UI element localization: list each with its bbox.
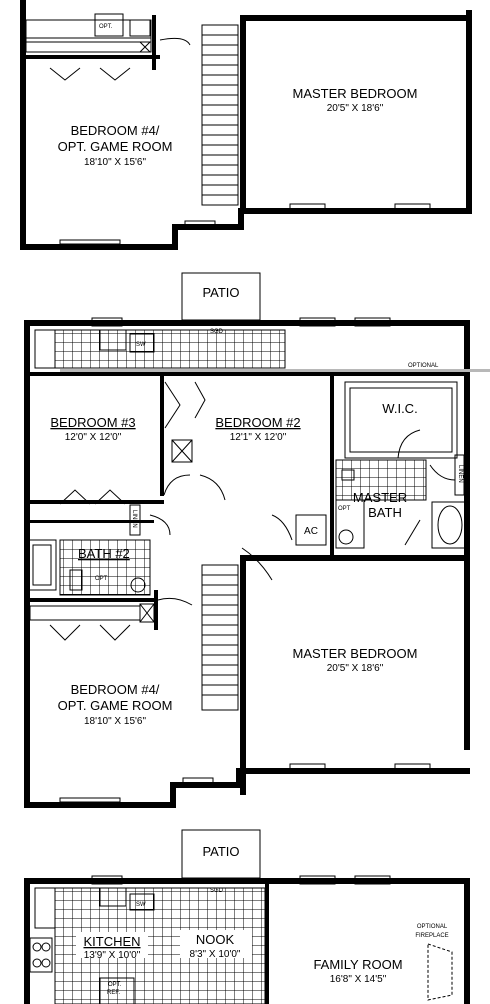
master-bath-label-1: MASTER xyxy=(353,490,407,505)
nook-name: NOOK xyxy=(196,932,235,947)
family-room-dims: 16'8" X 14'5" xyxy=(330,974,387,985)
svg-text:OPT.: OPT. xyxy=(99,24,113,30)
optional-fireplace-label-2: FIREPLACE xyxy=(415,933,448,939)
wic-label: W.I.C. xyxy=(382,401,417,416)
svg-text:OPT: OPT xyxy=(95,576,108,582)
top-plan-section: OPT. BEDROOM #4/ OPT. GAME ROOM 18'10" X… xyxy=(20,0,472,250)
bath2-label: BATH #2 xyxy=(78,546,130,561)
bedroom3-dims: 12'0" X 12'0" xyxy=(65,432,122,443)
linen-left-label: LINEN xyxy=(131,510,137,528)
master-bedroom-dims-middle: 20'5" X 18'6" xyxy=(327,663,384,674)
linen-right-label: LINEN xyxy=(457,465,463,483)
bedroom4-dims-middle: 18'10" X 15'6" xyxy=(84,716,147,727)
middle-plan-section: PATIO SW SGD OPTIONAL BEDROOM #3 12'0" X… xyxy=(24,272,490,808)
nook-dims: 8'3" X 10'0" xyxy=(190,949,241,960)
patio-label-middle: PATIO xyxy=(202,285,239,300)
family-room-name: FAMILY ROOM xyxy=(313,957,402,972)
optional-fireplace-label-1: OPTIONAL xyxy=(417,924,448,930)
ac-label: AC xyxy=(304,526,318,537)
patio-label-bottom: PATIO xyxy=(202,844,239,859)
opt-ref-label-1: OPT. xyxy=(108,982,122,988)
sgd-label-middle: SGD xyxy=(210,329,224,335)
bedroom2-dims: 12'1" X 12'0" xyxy=(230,432,287,443)
master-bath-label-2: BATH xyxy=(368,505,402,520)
svg-text:SW: SW xyxy=(136,342,146,348)
bedroom2-name: BEDROOM #2 xyxy=(215,415,300,430)
bedroom4-name-middle-1: BEDROOM #4/ xyxy=(71,682,160,697)
master-bedroom-dims-top: 20'5" X 18'6" xyxy=(327,103,384,114)
bedroom4-dims-top: 18'10" X 15'6" xyxy=(84,157,147,168)
master-bedroom-name-top: MASTER BEDROOM xyxy=(293,86,418,101)
sgd-label-bottom: SGD xyxy=(210,888,224,894)
bedroom4-name-middle-2: OPT. GAME ROOM xyxy=(58,698,173,713)
kitchen-name: KITCHEN xyxy=(83,934,140,949)
bedroom4-name-top-1: BEDROOM #4/ xyxy=(71,123,160,138)
optional-label-middle: OPTIONAL xyxy=(408,363,439,369)
master-bedroom-name-middle: MASTER BEDROOM xyxy=(293,646,418,661)
kitchen-dims: 13'9" X 10'0" xyxy=(84,950,141,961)
svg-text:OPT: OPT xyxy=(338,506,351,512)
opt-ref-label-2: REF. xyxy=(107,990,120,996)
bottom-plan-section: PATIO SW SGD OPT. REF. KITCHEN 13'9" X 1… xyxy=(24,829,470,1004)
svg-text:SW: SW xyxy=(136,902,146,908)
bedroom4-name-top-2: OPT. GAME ROOM xyxy=(58,139,173,154)
bedroom3-name: BEDROOM #3 xyxy=(50,415,135,430)
